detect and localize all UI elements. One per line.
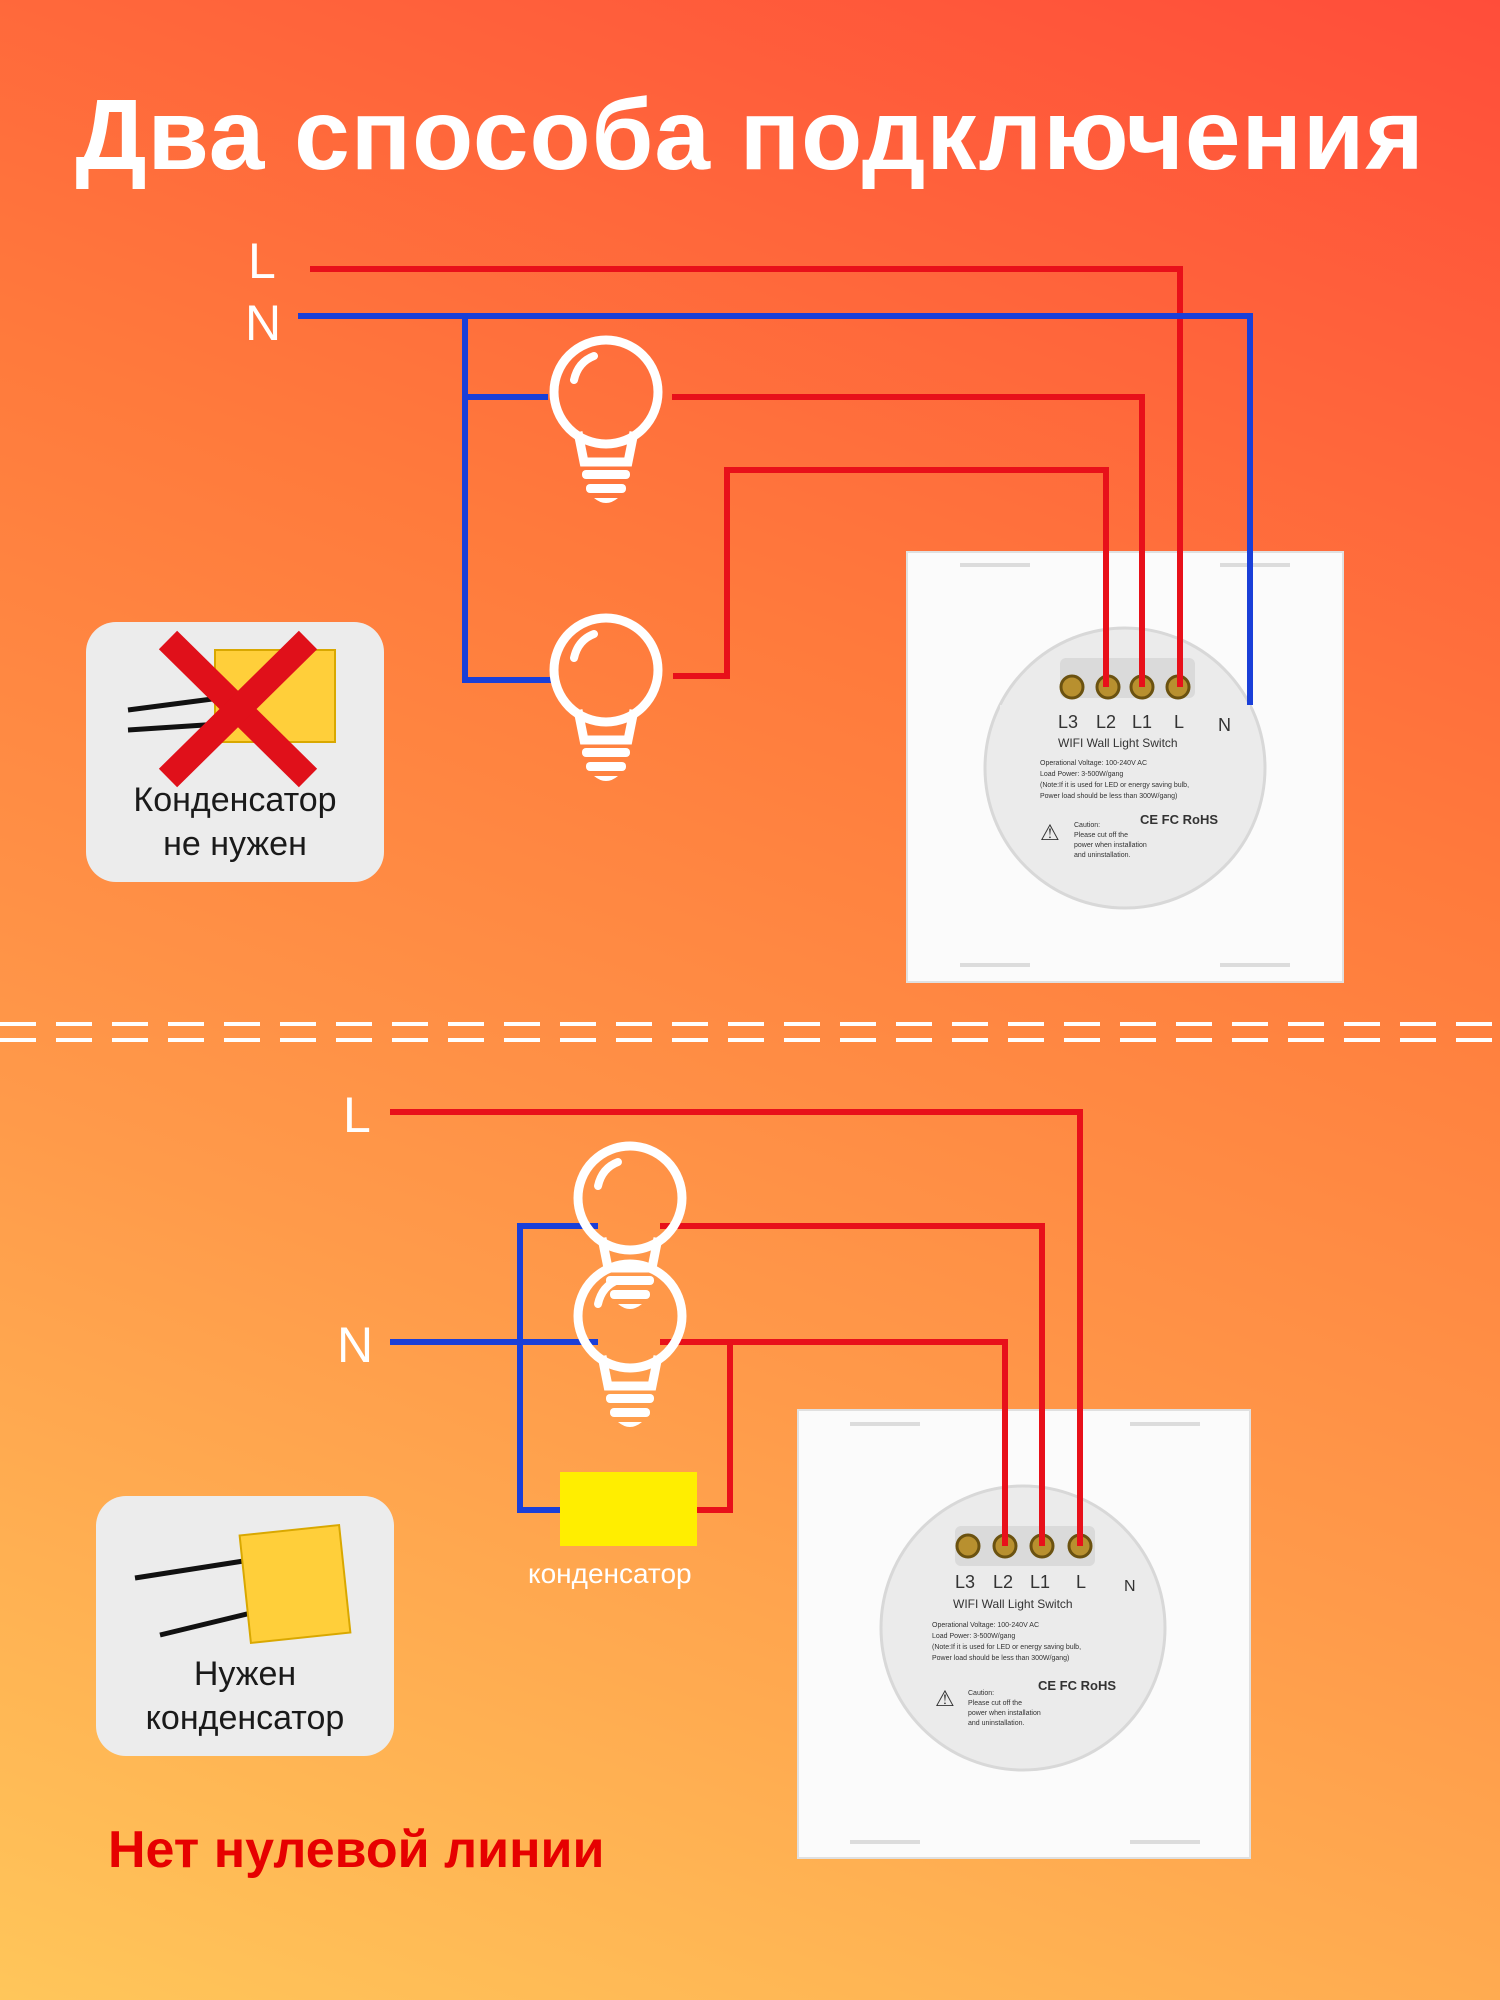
no-neutral-warning: Нет нулевой линии <box>108 1821 605 1879</box>
bottom-terminal-label-l3: L3 <box>955 1572 976 1592</box>
bottom-switch-plate <box>797 1409 1251 1859</box>
bottom-card-text-1: Нужен <box>193 1655 297 1693</box>
top-neutral-label: N <box>245 295 282 351</box>
bottom-switch-certs: CE FC RoHS <box>1038 1678 1116 1693</box>
bottom-terminal-label-n: N <box>1124 1578 1136 1595</box>
top-terminal-label-l3: L3 <box>1058 712 1079 732</box>
page-title: Два способа подключения <box>75 79 1425 191</box>
bottom-bulb1-wire <box>660 1223 1045 1546</box>
bottom-neutral-label: N <box>337 1317 374 1373</box>
bottom-live-label: L <box>343 1087 371 1143</box>
bottom-neutral-branch <box>517 1223 598 1513</box>
bottom-terminal-label-l2: L2 <box>993 1572 1014 1592</box>
bottom-live-wire <box>390 1109 1083 1546</box>
top-bulb-2-icon <box>554 618 658 781</box>
top-switch-caution-4: and uninstallation. <box>1074 852 1131 859</box>
capacitor-label: конденсатор <box>528 1558 692 1589</box>
top-terminal-label-l1: L1 <box>1132 712 1153 732</box>
bottom-terminal-label-l1: L1 <box>1030 1572 1051 1592</box>
top-switch-certs: CE FC RoHS <box>1140 812 1218 827</box>
top-card-text-2: не нужен <box>163 825 307 863</box>
bottom-terminal-label-l: L <box>1076 1572 1087 1592</box>
top-switch-caution-2: Please cut off the <box>1074 832 1128 839</box>
bottom-warning-triangle-icon: ⚠ <box>935 1686 955 1711</box>
capacitor-crossed-icon <box>127 630 336 788</box>
top-switch-spec-3: (Note:If it is used for LED or energy sa… <box>1040 782 1190 789</box>
top-bulb1-wire <box>672 394 1145 687</box>
capacitor-icon <box>134 1523 352 1645</box>
top-wires <box>298 266 1253 705</box>
bottom-switch-spec-1: Operational Voltage: 100-240V AC <box>932 1622 1040 1629</box>
bottom-switch-caution-3: power when installation <box>968 1710 1041 1717</box>
top-bulb-1-icon <box>554 340 658 503</box>
top-neutral-wire <box>298 313 1253 705</box>
capacitor-block <box>560 1472 697 1546</box>
bottom-card-text-2: конденсатор <box>145 1699 345 1737</box>
bottom-switch-model: WIFI Wall Light Switch <box>953 1597 1073 1611</box>
top-switch-caution-1: Caution: <box>1074 822 1101 829</box>
bottom-switch-spec-4: Power load should be less than 300W/gang… <box>932 1655 1070 1662</box>
top-terminal-label-l: L <box>1174 712 1185 732</box>
bottom-wires <box>390 1109 1083 1546</box>
top-switch-plate <box>906 551 1344 983</box>
bottom-switch-caution-1: Caution: <box>968 1690 995 1697</box>
top-card-text-1: Конденсатор <box>133 781 337 819</box>
top-live-wire <box>310 266 1183 687</box>
top-terminal-label-n: N <box>1218 715 1231 735</box>
bottom-switch-spec-3: (Note:If it is used for LED or energy sa… <box>932 1644 1082 1651</box>
top-bulb2-wire <box>673 467 1109 687</box>
top-warning-triangle-icon: ⚠ <box>1040 820 1060 845</box>
bottom-bulb2-wire <box>660 1339 1008 1546</box>
top-live-label: L <box>248 233 276 289</box>
bottom-bulb-2-icon <box>578 1264 682 1427</box>
top-switch-spec-2: Load Power: 3-500W/gang <box>1040 771 1124 778</box>
top-switch-spec-4: Power load should be less than 300W/gang… <box>1040 793 1178 800</box>
bottom-switch-caution-2: Please cut off the <box>968 1700 1022 1707</box>
top-switch-spec-1: Operational Voltage: 100-240V AC <box>1040 760 1148 767</box>
top-switch-caution-3: power when installation <box>1074 842 1147 849</box>
bottom-switch-spec-2: Load Power: 3-500W/gang <box>932 1633 1016 1640</box>
top-terminal-label-l2: L2 <box>1096 712 1117 732</box>
bottom-switch-caution-4: and uninstallation. <box>968 1720 1025 1727</box>
top-neutral-branch <box>462 316 554 683</box>
top-switch-model: WIFI Wall Light Switch <box>1058 736 1178 750</box>
bottom-capacitor-wire <box>697 1342 733 1513</box>
